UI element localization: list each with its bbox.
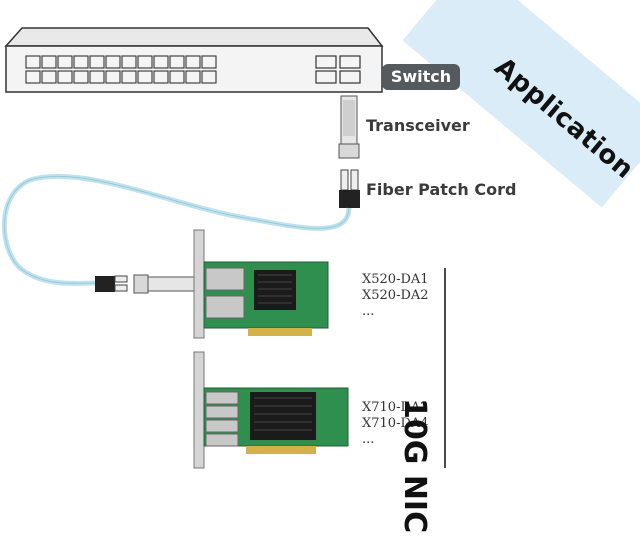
switch-port [57,70,73,84]
model-ellipsis-2: ... [362,432,375,447]
patch-cord-label: Fiber Patch Cord [366,180,517,199]
switch-port [121,70,137,84]
switch-ports [25,55,217,84]
lc-connector-icon [339,169,360,208]
switch-port [105,55,121,69]
switch-port [25,70,41,84]
switch-port [185,55,201,69]
switch-port [89,70,105,84]
nic-card-icon [193,229,329,339]
nic-divider [444,268,446,468]
nic-group-title: 10G NIC [397,398,432,534]
network-switch-icon [4,27,384,93]
switch-port [153,55,169,69]
model-x710-da2: X710-DA2 [362,400,429,415]
switch-port [105,70,121,84]
switch-port [25,55,41,69]
switch-port [57,55,73,69]
switch-port [137,70,153,84]
switch-port [41,70,57,84]
switch-port [41,55,57,69]
switch-port [169,55,185,69]
model-ellipsis-1: ... [362,304,375,319]
sfp-transceiver-horizontal-icon [133,274,195,294]
sfp-transceiver-icon [338,95,360,159]
switch-port [201,70,217,84]
switch-port [153,70,169,84]
switch-port [201,55,217,69]
card2-models: X710-DA2 X710-DA4 ... [362,400,429,448]
switch-port [73,70,89,84]
switch-port [73,55,89,69]
transceiver-label: Transceiver [366,116,470,135]
model-x520-da2: X520-DA2 [362,288,429,303]
switch-port [185,70,201,84]
switch-port [89,55,105,69]
switch-port [121,55,137,69]
lc-connector-horizontal-icon [95,275,128,292]
switch-label: Switch [382,64,460,90]
diagram-canvas [1,27,384,469]
card1-models: X520-DA1 X520-DA2 ... [362,272,429,320]
switch-port [137,55,153,69]
model-x710-da4: X710-DA4 [362,416,429,431]
model-x520-da1: X520-DA1 [362,272,429,287]
nic-card-icon-2 [193,351,349,469]
switch-port [169,70,185,84]
